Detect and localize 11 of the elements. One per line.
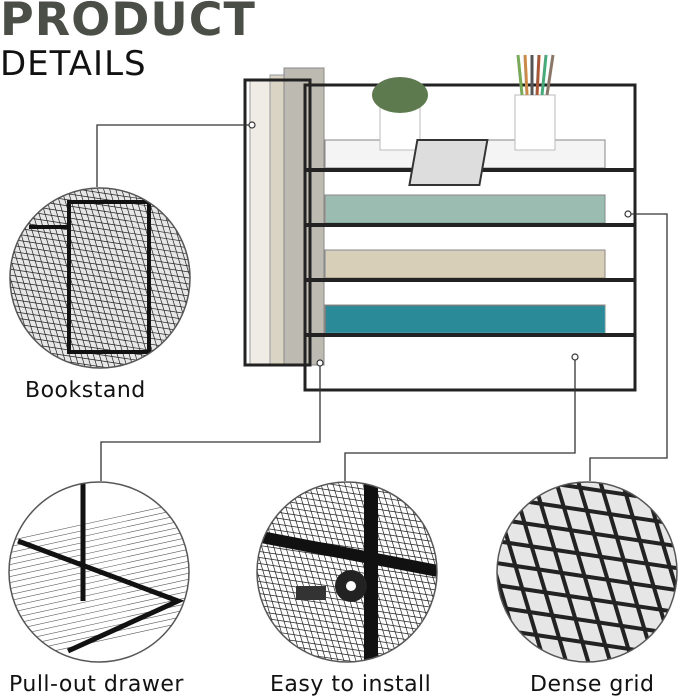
heading: PRODUCT DETAILS bbox=[0, 0, 256, 84]
leader-line bbox=[589, 210, 668, 481]
node-label: Dense grid bbox=[530, 672, 654, 697]
node-label: Easy to install bbox=[270, 672, 432, 697]
leader-line bbox=[100, 359, 324, 481]
leader-line bbox=[344, 353, 579, 481]
node-label: Pull-out drawer bbox=[9, 672, 184, 697]
screw-closeup-drawing bbox=[256, 481, 438, 663]
drawer-closeup-drawing bbox=[8, 481, 190, 663]
leader-line bbox=[96, 121, 256, 187]
node-label: Bookstand bbox=[25, 378, 146, 403]
